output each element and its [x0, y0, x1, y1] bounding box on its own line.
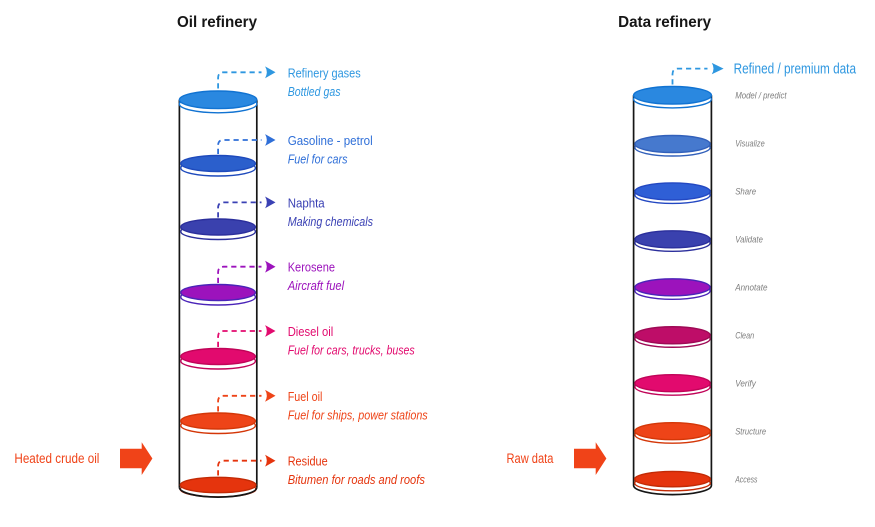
svg-text:Refined / premium data: Refined / premium data — [734, 61, 857, 78]
svg-text:Refinery gases: Refinery gases — [288, 65, 361, 80]
svg-text:Structure: Structure — [735, 426, 766, 436]
svg-text:Oil refinery: Oil refinery — [177, 14, 257, 31]
svg-text:Diesel oil: Diesel oil — [288, 324, 334, 339]
svg-text:Fuel for cars: Fuel for cars — [288, 152, 348, 167]
svg-text:Clean: Clean — [735, 330, 754, 340]
svg-text:Making chemicals: Making chemicals — [288, 214, 374, 229]
svg-text:Heated crude oil: Heated crude oil — [14, 451, 99, 466]
svg-text:Annotate: Annotate — [734, 283, 767, 293]
svg-text:Gasoline - petrol: Gasoline - petrol — [288, 133, 373, 148]
svg-text:Fuel for cars, trucks, buses: Fuel for cars, trucks, buses — [288, 343, 415, 358]
svg-text:Aircraft fuel: Aircraft fuel — [287, 278, 345, 293]
svg-text:Kerosene: Kerosene — [288, 260, 335, 275]
svg-text:Validate: Validate — [735, 235, 763, 245]
svg-text:Share: Share — [735, 187, 756, 197]
svg-text:Model / predict: Model / predict — [735, 91, 787, 101]
svg-text:Data refinery: Data refinery — [618, 14, 711, 31]
svg-text:Naphta: Naphta — [288, 195, 326, 210]
svg-text:Bitumen for roads and roofs: Bitumen for roads and roofs — [288, 472, 426, 487]
svg-text:Verify: Verify — [735, 378, 756, 388]
svg-text:Raw data: Raw data — [507, 451, 554, 466]
svg-text:Visualize: Visualize — [735, 139, 765, 149]
svg-text:Bottled gas: Bottled gas — [288, 84, 341, 99]
svg-text:Residue: Residue — [288, 454, 328, 469]
svg-text:Access: Access — [734, 474, 757, 484]
svg-text:Fuel for ships, power stations: Fuel for ships, power stations — [288, 407, 429, 422]
svg-text:Fuel oil: Fuel oil — [288, 389, 323, 404]
